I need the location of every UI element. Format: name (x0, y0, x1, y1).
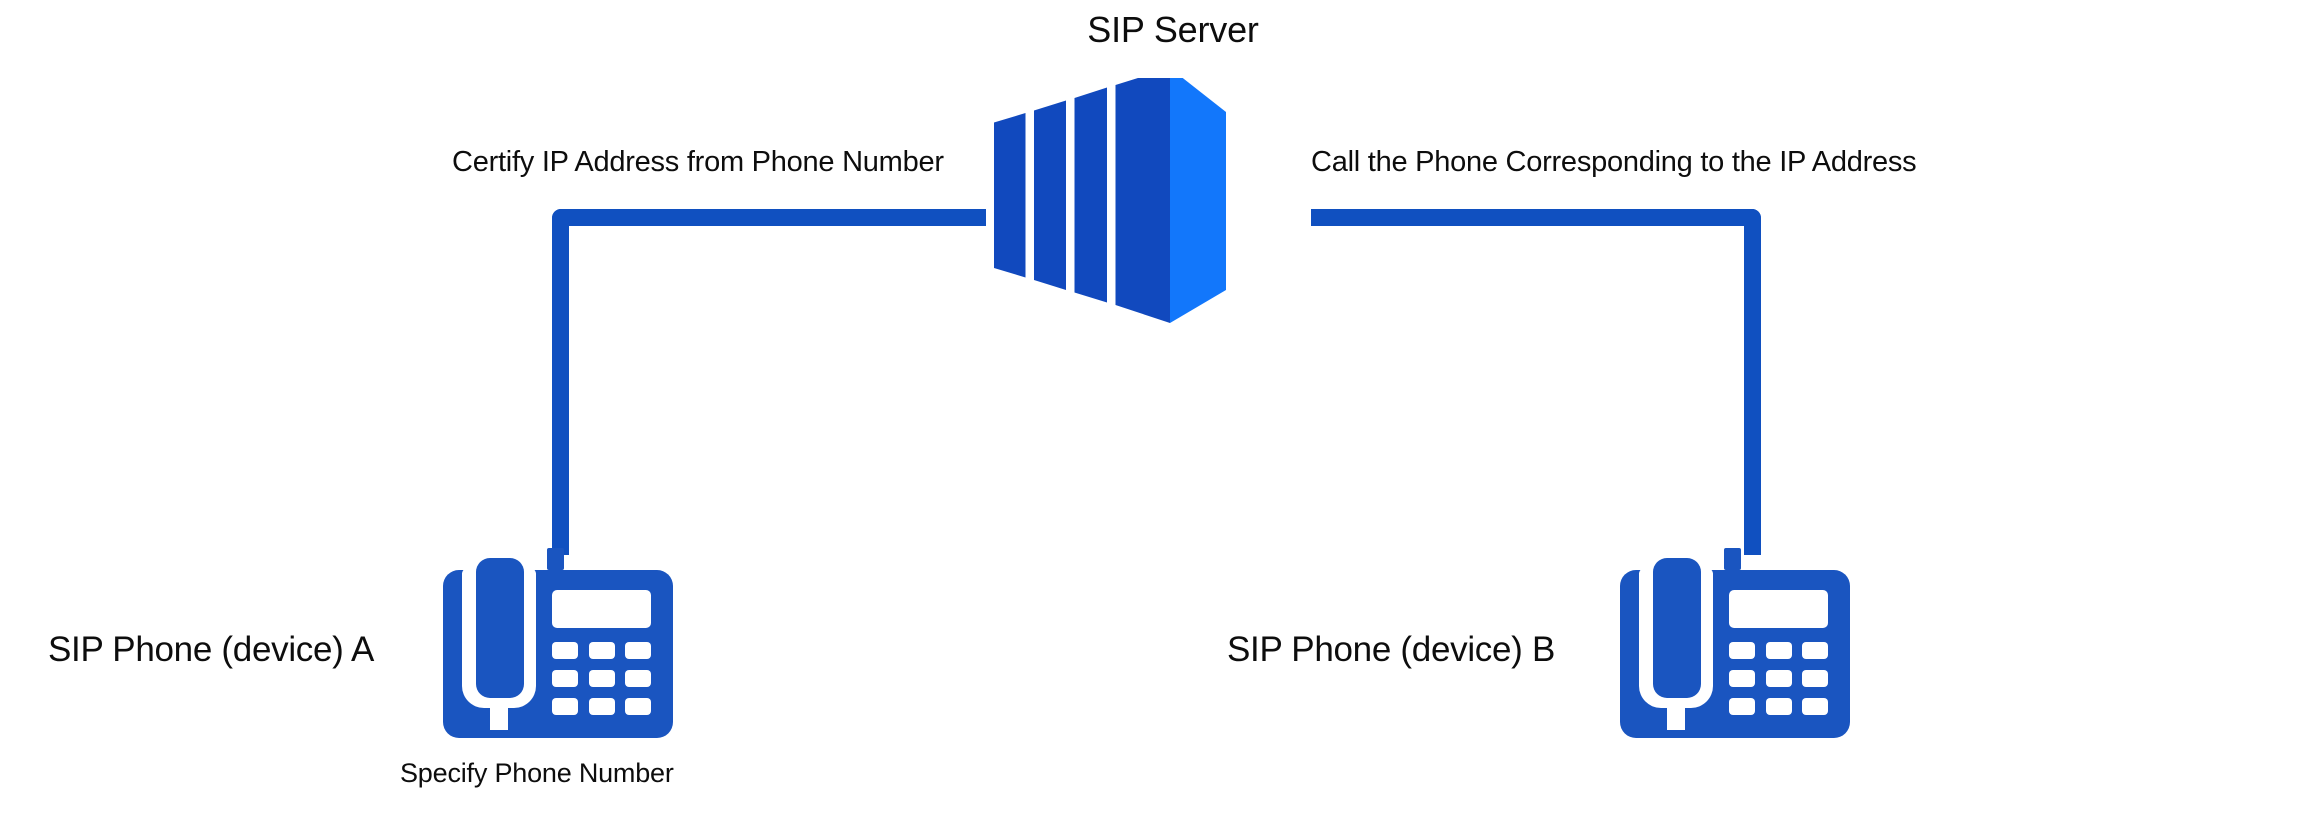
server-title-text: SIP Server (1087, 9, 1259, 50)
node-label-phone-a: SIP Phone (device) A (48, 630, 375, 669)
page-title: SIP Server (0, 12, 2318, 48)
connector-right-horizontal (1311, 209, 1761, 226)
connector-left-horizontal (552, 209, 986, 226)
connector-left-vertical (552, 209, 569, 555)
edge-label-call-phone: Call the Phone Corresponding to the IP A… (1311, 146, 1917, 178)
desk-phone-icon-a (435, 548, 685, 748)
desk-phone-icon-b (1612, 548, 1862, 748)
node-label-phone-b: SIP Phone (device) B (1227, 630, 1555, 669)
caption-specify-phone-number: Specify Phone Number (400, 758, 674, 788)
edge-label-certify-ip: Certify IP Address from Phone Number (452, 146, 944, 178)
server-stack-icon (994, 78, 1306, 340)
connector-right-vertical (1744, 209, 1761, 555)
